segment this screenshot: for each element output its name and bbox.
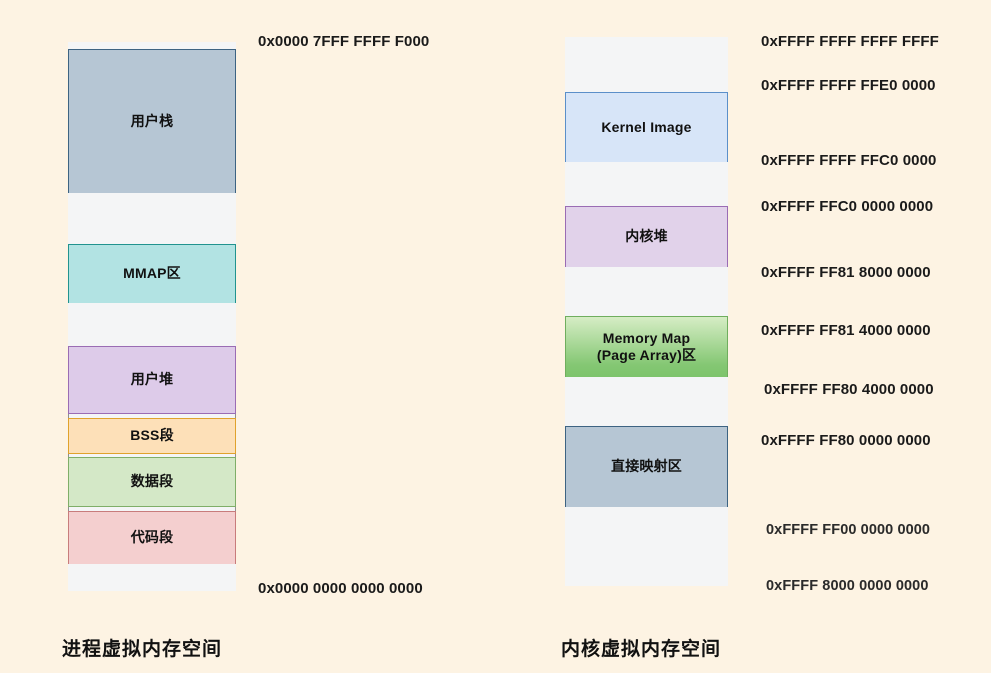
process-block-gap-bottom [68,564,236,591]
kernel-address-5: 0xFFFF FF81 4000 0000 [761,322,931,339]
kernel-memory-column: Kernel Image 内核堆 Memory Map (Page Array)… [565,37,728,586]
kernel-address-4: 0xFFFF FF81 8000 0000 [761,264,931,281]
process-block-code-segment-label: 代码段 [130,529,174,546]
kernel-block-kernel-heap: 内核堆 [565,206,728,268]
process-block-bss-segment-label: BSS段 [130,427,174,444]
process-block-bss-segment: BSS段 [68,418,236,454]
kernel-address-3: 0xFFFF FFC0 0000 0000 [761,198,934,215]
process-block-gap-stack-mmap [68,193,236,245]
process-block-mmap-label: MMAP区 [123,265,181,282]
kernel-block-gap-image-heap [565,162,728,207]
kernel-address-2: 0xFFFF FFFF FFC0 0000 [761,152,937,169]
process-block-code-segment: 代码段 [68,511,236,565]
process-block-gap-mmap-heap [68,303,236,347]
kernel-block-gap-memmap-direct [565,377,728,427]
kernel-block-kernel-image: Kernel Image [565,92,728,163]
process-block-mmap: MMAP区 [68,244,236,304]
kernel-block-gap-heap-memmap [565,267,728,317]
kernel-block-direct-map-label: 直接映射区 [611,458,682,475]
process-block-user-stack: 用户栈 [68,49,236,194]
process-block-user-heap: 用户堆 [68,346,236,414]
process-block-gap-top [68,42,236,49]
process-block-data-segment-label: 数据段 [130,473,174,490]
kernel-block-memory-map: Memory Map (Page Array)区 [565,316,728,378]
kernel-address-0: 0xFFFF FFFF FFFF FFFF [761,33,939,50]
process-address-top: 0x0000 7FFF FFFF F000 [258,33,430,50]
kernel-block-gap-bottom [565,507,728,586]
kernel-address-7: 0xFFFF FF80 0000 0000 [761,432,931,449]
kernel-address-8: 0xFFFF FF00 0000 0000 [766,522,931,538]
kernel-address-1: 0xFFFF FFFF FFE0 0000 [761,77,936,94]
process-space-caption: 进程虚拟内存空间 [62,639,223,660]
kernel-block-direct-map: 直接映射区 [565,426,728,508]
process-block-data-segment: 数据段 [68,457,236,507]
kernel-address-6: 0xFFFF FF80 4000 0000 [764,381,934,398]
kernel-block-memory-map-label: Memory Map (Page Array)区 [596,329,697,364]
process-block-user-stack-label: 用户栈 [130,112,174,129]
process-memory-column: 用户栈 MMAP区 用户堆 BSS段 数据段 代码段 [68,42,236,591]
kernel-block-gap-top [565,37,728,93]
kernel-space-caption: 内核虚拟内存空间 [561,639,722,660]
kernel-block-kernel-image-label: Kernel Image [601,118,692,135]
kernel-block-kernel-heap-label: 内核堆 [625,228,668,245]
process-address-bottom: 0x0000 0000 0000 0000 [258,580,423,597]
process-block-user-heap-label: 用户堆 [130,371,174,388]
kernel-address-9: 0xFFFF 8000 0000 0000 [766,578,929,594]
